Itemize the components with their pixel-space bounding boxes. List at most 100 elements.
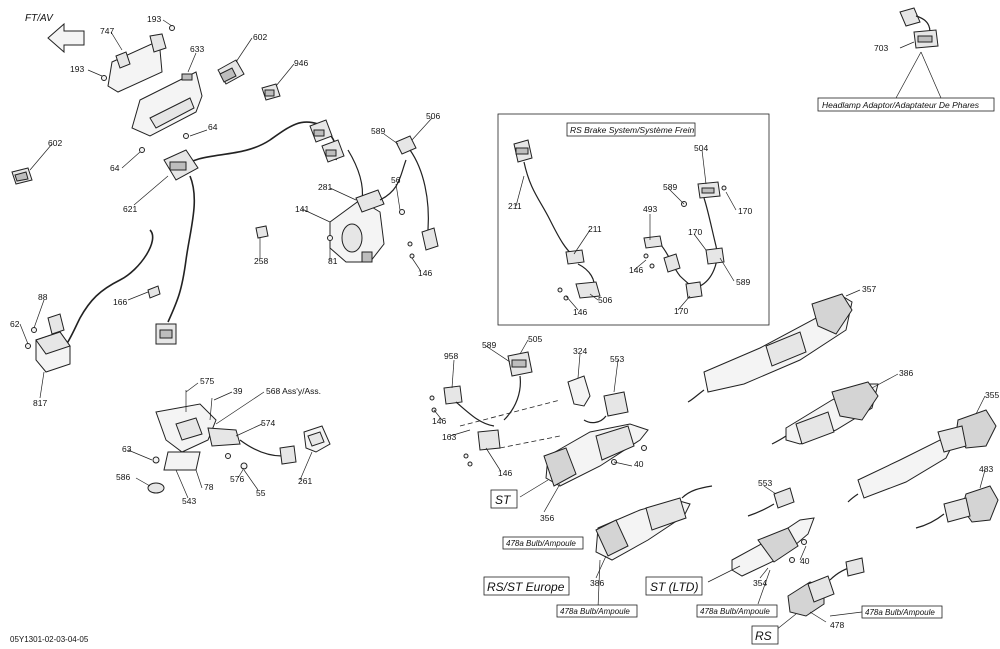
callout-146b: 146 <box>629 265 643 275</box>
bulb-label-354: 478a Bulb/Ampoule <box>700 607 770 616</box>
bracket-261 <box>303 425 331 453</box>
callout-63: 63 <box>122 444 132 454</box>
callout-504: 504 <box>694 143 708 153</box>
bulb-label-478: 478a Bulb/Ampoule <box>865 608 935 617</box>
abs-sensor-harness-211 <box>513 139 601 301</box>
callout-478: 478 <box>830 620 844 630</box>
connector-602-left <box>11 167 33 185</box>
variant-rs-st-europe-box <box>483 576 570 596</box>
abs-sensor-harness-504 <box>643 181 727 299</box>
callout-621: 621 <box>123 204 137 214</box>
callout-numbers: 193 747 193 633 602 946 64 64 602 621 50… <box>10 14 999 630</box>
callout-211a: 211 <box>508 201 522 211</box>
headlamp-adaptor-box <box>817 97 995 112</box>
callout-39: 39 <box>233 386 243 396</box>
main-wiring-harness <box>63 119 364 349</box>
callout-355: 355 <box>985 390 999 400</box>
variant-st-ltd-label: ST (LTD) <box>650 580 698 594</box>
turn-signal-483 <box>915 485 999 529</box>
turn-signal-354 <box>731 517 815 577</box>
mounting-bracket <box>101 25 203 137</box>
callout-193b: 193 <box>70 64 84 74</box>
headlamp-adaptor-703 <box>899 7 939 49</box>
turn-signal-355 <box>847 409 997 503</box>
callout-146a: 146 <box>418 268 432 278</box>
headlamp-adaptor-label: Headlamp Adaptor/Adaptateur De Phares <box>822 100 980 110</box>
callout-483: 483 <box>979 464 993 474</box>
motor-assembly <box>327 159 407 263</box>
callout-163: 163 <box>442 432 456 442</box>
callout-170c: 170 <box>674 306 688 316</box>
callout-324: 324 <box>573 346 587 356</box>
rear-signal-386 <box>771 381 879 445</box>
assembly-label: 568 Ass'y/Ass. <box>266 386 321 396</box>
callout-553b: 553 <box>758 478 772 488</box>
callout-56: 56 <box>391 175 401 185</box>
variant-st-ltd-box <box>645 576 703 596</box>
variant-rs-box <box>751 625 779 645</box>
callout-146e: 146 <box>498 468 512 478</box>
callout-703: 703 <box>874 43 888 53</box>
callout-40b: 40 <box>800 556 810 566</box>
callout-386a: 386 <box>899 368 913 378</box>
clip-166 <box>147 285 161 299</box>
callout-64b: 64 <box>110 163 120 173</box>
variant-rs-st-europe-label: RS/ST Europe <box>487 580 565 594</box>
relay-module-817 <box>25 313 71 373</box>
callout-958: 958 <box>444 351 458 361</box>
bulb-box-386 <box>556 604 638 618</box>
speed-sensor-506 <box>395 135 439 259</box>
callout-493: 493 <box>643 204 657 214</box>
bulb-box-478 <box>861 605 943 619</box>
callout-589c: 589 <box>736 277 750 287</box>
turn-signal-478 <box>787 557 865 617</box>
callout-357: 357 <box>862 284 876 294</box>
callout-193a: 193 <box>147 14 161 24</box>
callout-81: 81 <box>328 256 338 266</box>
callout-170a: 170 <box>738 206 752 216</box>
callout-574: 574 <box>261 418 275 428</box>
part-258 <box>255 225 269 239</box>
callout-386b: 386 <box>590 578 604 588</box>
connector-602-top <box>217 59 245 85</box>
direction-label: FT/AV <box>25 13 54 24</box>
bulb-label-386: 478a Bulb/Ampoule <box>560 607 630 616</box>
connector-553-ltd <box>747 487 795 517</box>
callout-633: 633 <box>190 44 204 54</box>
callout-543: 543 <box>182 496 196 506</box>
rs-brake-inset <box>497 113 770 326</box>
leader-lines <box>19 19 986 631</box>
bulb-label-356: 478a Bulb/Ampoule <box>506 539 576 548</box>
callout-170b: 170 <box>688 227 702 237</box>
rs-brake-title-box <box>566 122 696 137</box>
callout-55: 55 <box>256 488 266 498</box>
callout-576: 576 <box>230 474 244 484</box>
callout-141: 141 <box>295 204 309 214</box>
rear-signal-357 <box>687 293 853 403</box>
callout-354: 354 <box>753 578 767 588</box>
variant-st-box <box>490 489 518 509</box>
front-signal-harness <box>429 351 561 467</box>
turn-signal-356 <box>543 423 649 487</box>
callout-946: 946 <box>294 58 308 68</box>
handlebar-assembly-568 <box>147 390 297 494</box>
callout-261: 261 <box>298 476 312 486</box>
bracket-324 <box>567 375 591 407</box>
callout-589b: 589 <box>663 182 677 192</box>
callout-64a: 64 <box>208 122 218 132</box>
callout-40a: 40 <box>634 459 644 469</box>
callout-88: 88 <box>38 292 48 302</box>
callout-747: 747 <box>100 26 114 36</box>
callout-258: 258 <box>254 256 268 266</box>
callout-505: 505 <box>528 334 542 344</box>
variant-rs-label: RS <box>755 629 772 643</box>
callout-553a: 553 <box>610 354 624 364</box>
callout-166: 166 <box>113 297 127 307</box>
callout-602a: 602 <box>253 32 267 42</box>
callout-506a: 506 <box>426 111 440 121</box>
callout-78: 78 <box>204 482 214 492</box>
figure-code: 05Y1301-02-03-04-05 <box>10 635 89 644</box>
direction-arrow: FT/AV <box>25 13 85 54</box>
callout-281: 281 <box>318 182 332 192</box>
